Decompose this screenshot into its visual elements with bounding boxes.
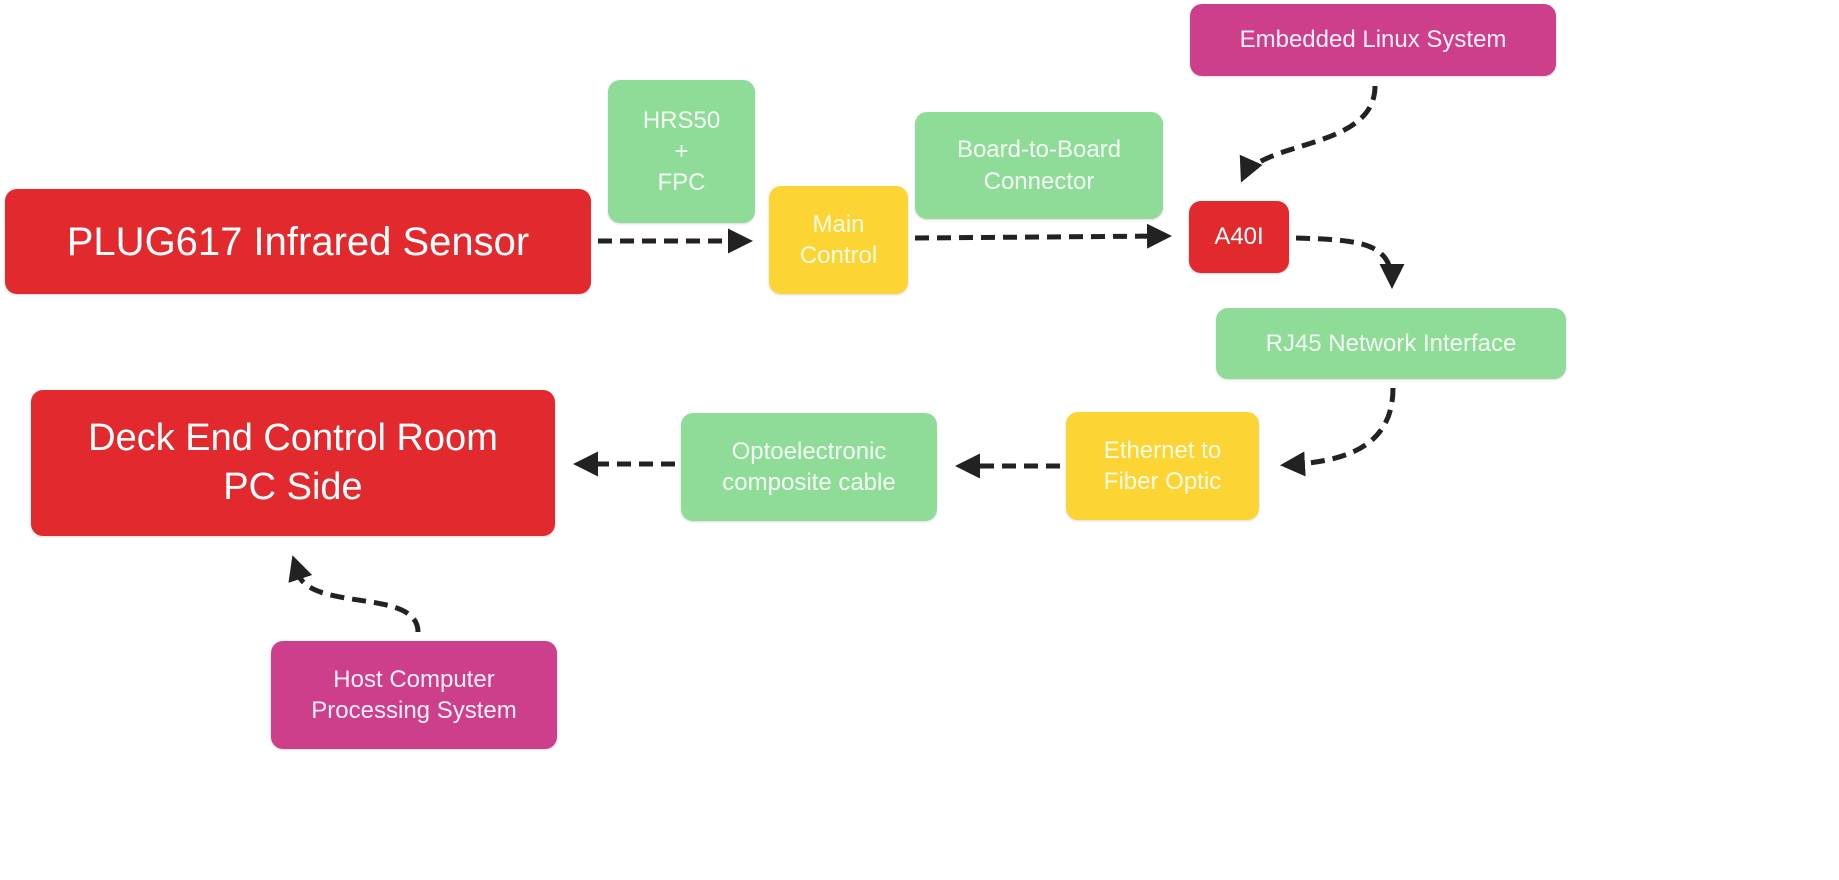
arrow-a40i-to-rj45 bbox=[1295, 235, 1405, 289]
arrow-host-to-deck-pc bbox=[288, 555, 421, 633]
node-deck-end-control-room-pc-side: Deck End Control Room PC Side bbox=[31, 390, 555, 536]
node-embedded-linux-system: Embedded Linux System bbox=[1190, 4, 1556, 76]
node-a40i: A40I bbox=[1189, 201, 1289, 273]
node-rj45-network-interface: RJ45 Network Interface bbox=[1216, 308, 1566, 379]
arrow-linux-to-a40i bbox=[1239, 85, 1378, 183]
node-main-control: Main Control bbox=[769, 186, 908, 294]
node-plug617-infrared-sensor: PLUG617 Infrared Sensor bbox=[5, 189, 591, 294]
node-host-computer-processing-system: Host Computer Processing System bbox=[271, 641, 557, 749]
node-ethernet-to-fiber-optic: Ethernet to Fiber Optic bbox=[1066, 412, 1259, 520]
node-board-to-board-connector: Board-to-Board Connector bbox=[915, 112, 1163, 219]
arrow-rj45-to-ethernet-fiber bbox=[1280, 387, 1396, 477]
node-optoelectronic-composite-cable: Optoelectronic composite cable bbox=[681, 413, 937, 521]
node-hrs50-fpc: HRS50 + FPC bbox=[608, 80, 755, 223]
arrow-main-control-to-a40i bbox=[914, 223, 1172, 249]
